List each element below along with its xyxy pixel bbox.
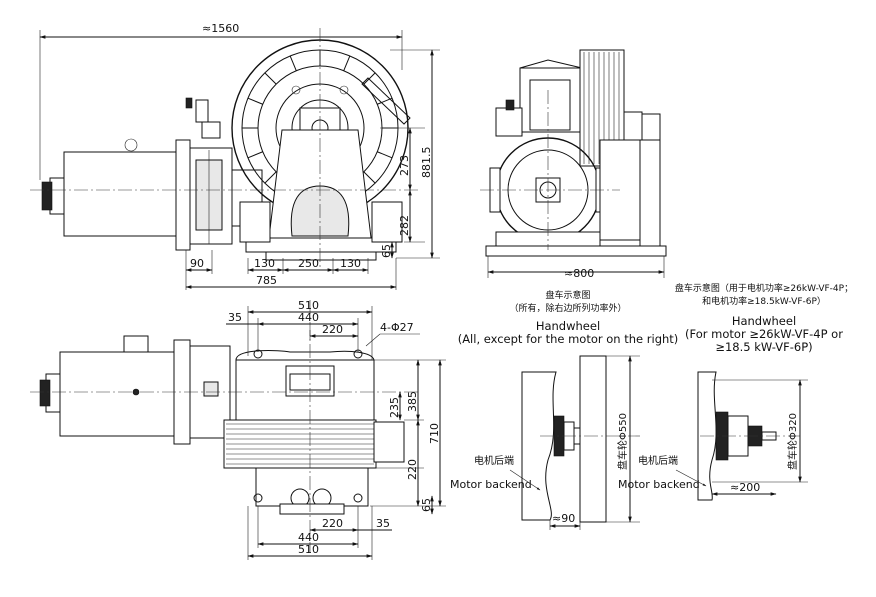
- dim-base-mid: 250: [298, 257, 319, 270]
- handwheel-right-subtitle-en-line2: ≥18.5 kW-VF-6P): [715, 340, 812, 354]
- dim-bottom-440: 440: [298, 531, 319, 544]
- handwheel-right-backend-en: Motor backend: [618, 478, 700, 491]
- dim-bottom-220: 220: [322, 517, 343, 530]
- handwheel-left-subtitle-cn: （所有，除右边所列功率外）: [509, 302, 626, 314]
- handwheel-right-backend-cn: 电机后端: [638, 454, 678, 467]
- dim-upper-height: 273: [398, 155, 411, 176]
- handwheel-right-wheel-label: 盘车轮Φ320: [786, 413, 799, 470]
- handwheel-left-offset: ≈90: [552, 512, 575, 525]
- handwheel-left-title-en: Handwheel: [536, 319, 600, 333]
- side-view: ≈800: [480, 49, 667, 280]
- dim-h-235: 235: [388, 397, 401, 418]
- dim-lower-height: 282: [398, 215, 411, 236]
- handwheel-right-offset: ≈200: [730, 481, 760, 494]
- handwheel-left-backend-en: Motor backend: [450, 478, 532, 491]
- dim-bottom-510: 510: [298, 543, 319, 556]
- dim-top-35: 35: [228, 311, 242, 324]
- handwheel-right-title-cn-line2: 和电机功率≥18.5kW-VF-6P）: [702, 295, 826, 307]
- dim-bottom-35: 35: [376, 517, 390, 530]
- dim-h-220: 220: [406, 459, 419, 480]
- handwheel-right-diagram: 盘车示意图（用于电机功率≥26kW-VF-4P； 和电机功率≥18.5kW-VF…: [618, 282, 853, 501]
- dim-left-ext: 90: [190, 257, 204, 270]
- top-view: 510 440 220 35 4-Φ27 385 235 220 710 65 …: [30, 299, 446, 560]
- dim-h-710: 710: [428, 423, 441, 444]
- dim-h-385: 385: [406, 391, 419, 412]
- handwheel-right-title-cn: 盘车示意图（用于电机功率≥26kW-VF-4P；: [675, 282, 853, 294]
- handwheel-left-wheel-label: 盘车轮Φ550: [616, 413, 629, 470]
- dim-base-height: 65: [380, 244, 393, 258]
- dim-overall-width: ≈1560: [202, 22, 239, 35]
- handwheel-left-title-cn: 盘车示意图: [545, 289, 590, 301]
- handwheel-left-subtitle-en: (All, except for the motor on the right): [458, 332, 679, 346]
- handwheel-right-title-en: Handwheel: [732, 314, 796, 328]
- dim-base-right: 130: [340, 257, 361, 270]
- handwheel-left-diagram: 盘车示意图 （所有，除右边所列功率外） Handwheel (All, exce…: [450, 289, 678, 530]
- dim-top-510: 510: [298, 299, 319, 312]
- dim-side-width: ≈800: [564, 267, 594, 280]
- dim-base-left: 130: [254, 257, 275, 270]
- handwheel-left-backend-cn: 电机后端: [474, 454, 514, 467]
- front-view: ≈1560: [30, 22, 440, 290]
- dim-total-height: 881.5: [420, 147, 433, 179]
- dim-h-65: 65: [420, 498, 433, 512]
- handwheel-right-subtitle-en: (For motor ≥26kW-VF-4P or: [685, 327, 843, 341]
- dim-top-220: 220: [322, 323, 343, 336]
- dim-top-440: 440: [298, 311, 319, 324]
- label-holes: 4-Φ27: [380, 321, 414, 334]
- dim-base-total: 785: [256, 274, 277, 287]
